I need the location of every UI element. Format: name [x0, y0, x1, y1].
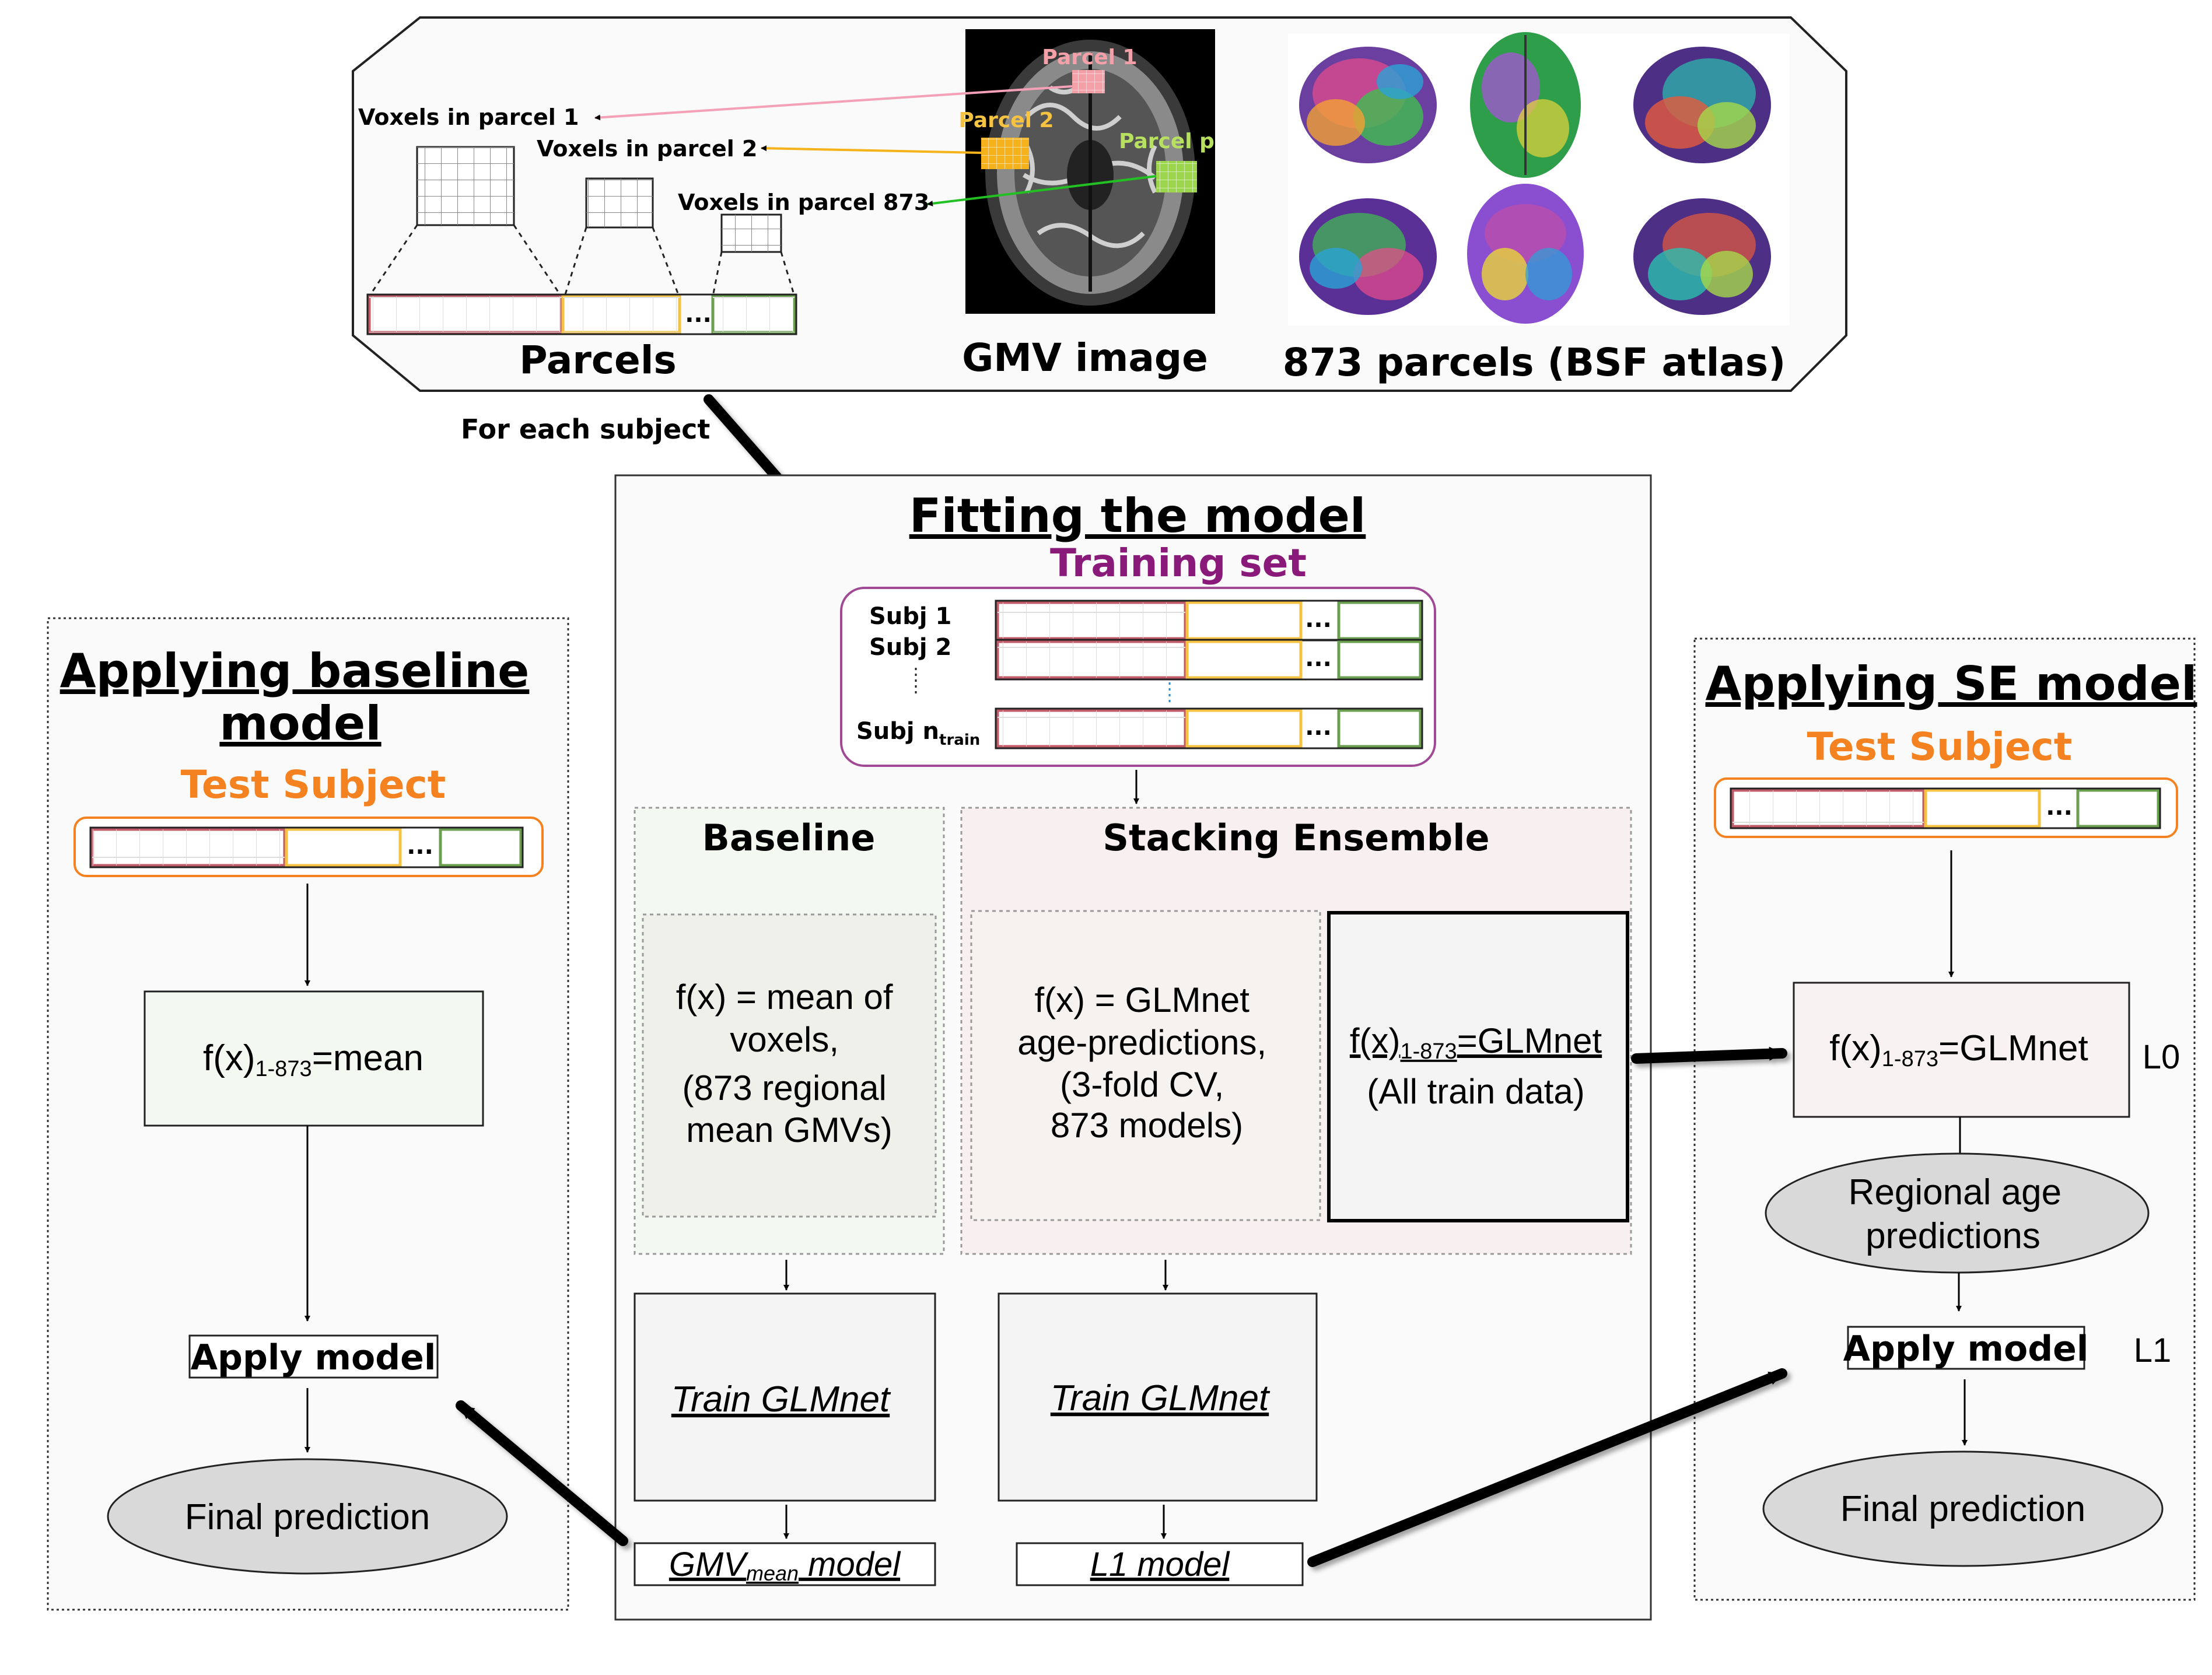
arrow-parcel-1 [594, 85, 1073, 121]
se-apply-function: f(x)1-873=GLMnet [1829, 1028, 2088, 1071]
baseline-function-box [144, 990, 484, 1127]
svg-text:...: ... [407, 833, 433, 860]
subj-2-label: Subj 2 [869, 634, 951, 661]
gmv-mean-model-label: GMVmean model [669, 1546, 901, 1585]
parcels-bar: ... [366, 293, 797, 335]
l1-model-box [1016, 1542, 1304, 1586]
se-final-prediction-label: Final prediction [1840, 1489, 2085, 1529]
arrow-l1-model-to-se [1307, 1368, 1787, 1567]
regional-age-predictions [1765, 1152, 2150, 1274]
se-apply-panel: Applying SE model Test Subject ... f(x)1… [1693, 637, 2197, 1601]
baseline-function: f(x) = mean of voxels, (873 regional mea… [676, 977, 902, 1150]
l0-label: L0 [2143, 1038, 2180, 1076]
arrow-parcel-873 [927, 175, 1157, 206]
arrow-all-train-to-se [1631, 1046, 1787, 1064]
regional-age-predictions-label: Regional age predictions [1849, 1172, 2072, 1256]
se-function: f(x) = GLMnet age-predictions, (3-fold C… [1017, 980, 1276, 1145]
voxel-connectors [368, 225, 796, 297]
baseline-apply-title-1: Applying baseline [60, 644, 530, 698]
se-train-label: Train GLMnet [1051, 1378, 1270, 1418]
baseline-apply-panel: Applying baseline model Test Subject ...… [47, 617, 569, 1611]
subj-n-label: Subj ntrain [856, 718, 980, 749]
subj-1-label: Subj 1 [869, 603, 951, 630]
atlas-caption: 873 parcels (BSF atlas) [1283, 340, 1786, 385]
all-train-function: f(x)1-873=GLMnet [1350, 1021, 1602, 1064]
se-apply-model-label: Apply model [1843, 1329, 2089, 1369]
subject-1-bar: ... [995, 600, 1423, 642]
parcel-p-label: Parcel p [1119, 129, 1214, 153]
stacking-ensemble-title: Stacking Ensemble [1102, 817, 1489, 859]
l1-label: L1 [2134, 1331, 2172, 1369]
all-train-model-box [1327, 911, 1629, 1222]
top-panel: ... Voxels in parcel 1 Voxels in parcel … [352, 16, 1847, 392]
cross-panel-arrows [456, 1046, 1787, 1567]
se-test-subject-label: Test Subject [1807, 724, 2073, 769]
subject-n-bar: ... [995, 707, 1423, 749]
baseline-train-box [634, 1292, 936, 1502]
se-function-box [1793, 982, 2130, 1118]
fitting-panel: Fitting the model Training set Subj 1 Su… [614, 474, 1652, 1621]
parcel-2-label: Parcel 2 [958, 108, 1054, 132]
baseline-test-subject-label: Test Subject [181, 762, 446, 807]
for-each-subject-label: For each subject [461, 414, 710, 445]
baseline-final-prediction-label: Final prediction [185, 1497, 430, 1537]
baseline-title: Baseline [702, 817, 876, 859]
se-train-box [998, 1292, 1318, 1502]
parcels-bar-ellipsis: ... [685, 301, 712, 328]
baseline-apply-model-box [188, 1334, 439, 1379]
voxels-label-873: Voxels in parcel 873 [678, 190, 929, 215]
subject-2-bar: ... [995, 639, 1423, 681]
se-apply-title: Applying SE model [1706, 657, 2197, 711]
parcels-caption: Parcels [519, 338, 676, 383]
svg-text:...: ... [1305, 714, 1332, 741]
gmv-caption: GMV image [962, 335, 1208, 380]
svg-text:...: ... [1305, 606, 1332, 633]
svg-text:...: ... [2046, 794, 2073, 821]
arrow-gmv-model-to-baseline [456, 1400, 628, 1546]
atlas-brain-renderings [1288, 32, 1790, 325]
baseline-apply-function: f(x)1-873=mean [203, 1038, 424, 1081]
se-apply-model-box [1847, 1326, 2085, 1370]
parcel-1-label: Parcel 1 [1042, 45, 1137, 69]
all-train-label: (All train data) [1367, 1072, 1584, 1111]
svg-text:...: ... [1305, 645, 1332, 672]
gmv-brain-image: Parcel 1 Parcel 2 Parcel p [958, 29, 1215, 314]
gmv-mean-model-box [634, 1542, 936, 1586]
voxels-label-1: Voxels in parcel 1 [358, 104, 579, 130]
fitting-title: Fitting the model [909, 489, 1366, 543]
voxels-label-2: Voxels in parcel 2 [537, 136, 757, 162]
arrow-parcel-2 [761, 145, 982, 154]
baseline-test-subject-bar: ... [89, 826, 524, 868]
l1-model-label: L1 model [1090, 1546, 1231, 1583]
baseline-apply-model-label: Apply model [191, 1337, 436, 1378]
training-set-label: Training set [1050, 541, 1307, 586]
se-final-prediction [1762, 1450, 2164, 1567]
baseline-apply-title-2: model [219, 696, 381, 751]
baseline-train-label: Train GLMnet [671, 1379, 891, 1420]
baseline-final-prediction [107, 1458, 508, 1575]
se-test-subject-bar: ... [1730, 787, 2161, 829]
